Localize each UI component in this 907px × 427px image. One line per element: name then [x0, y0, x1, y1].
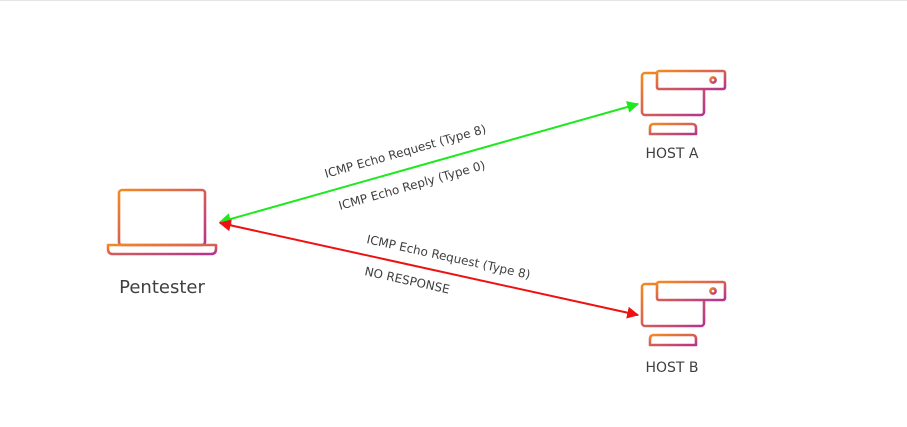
edge-pentester-host-b	[218, 219, 640, 319]
edge-pentester-host-a	[218, 101, 640, 225]
laptop-icon	[106, 188, 218, 256]
node-label-pentester: Pentester	[119, 277, 205, 298]
server-icon	[640, 69, 727, 136]
node-label-host-b: HOST B	[645, 360, 698, 376]
node-label-host-a: HOST A	[645, 146, 698, 162]
edge-label-host-b-reply: NO RESPONSE	[363, 264, 451, 296]
server-icon	[640, 280, 727, 347]
